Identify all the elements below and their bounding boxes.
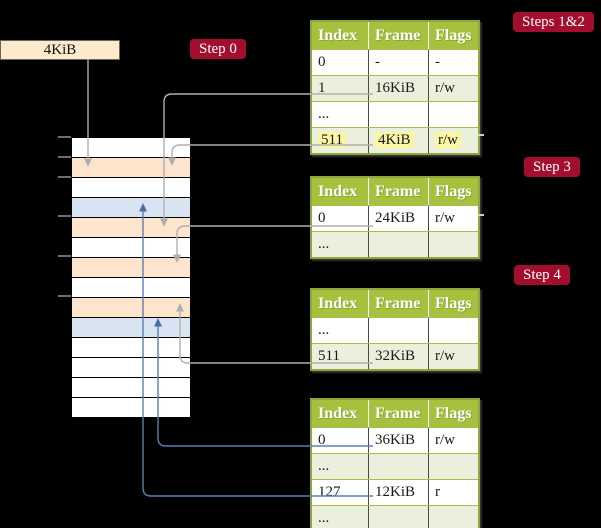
address-tick	[58, 156, 71, 158]
table-header-row: Index Frame Flags	[312, 400, 478, 427]
flags-cell: r/w	[435, 80, 455, 96]
frame-cell: 32KiB	[369, 344, 429, 369]
index-cell: ...	[312, 454, 369, 479]
index-cell: ...	[312, 318, 369, 343]
column-header: Flags	[435, 183, 472, 200]
memory-row	[72, 258, 190, 278]
memory-row	[72, 278, 190, 298]
frame-cell	[369, 232, 429, 257]
index-cell: 511	[312, 344, 369, 369]
memory-row	[72, 238, 190, 258]
table-row: 511 32KiB r/w	[312, 343, 478, 369]
table-row: 0 - -	[312, 49, 478, 75]
page-table-step-4: Index Frame Flags ... 511 32KiB r/w	[310, 288, 480, 371]
frame-cell	[369, 506, 429, 528]
column-header: Frame	[369, 22, 429, 49]
flags-cell	[429, 506, 478, 528]
index-cell: 1	[312, 76, 369, 101]
index-cell: 0	[312, 206, 369, 231]
step-badge-1-2: Steps 1&2	[513, 12, 594, 32]
memory-row	[72, 178, 190, 198]
page-table-step-3: Index Frame Flags 0 24KiB r/w ...	[310, 176, 480, 259]
frame-cell: -	[369, 50, 429, 75]
index-cell: 127	[312, 480, 369, 505]
flags-cell: r/w	[435, 210, 455, 226]
frame-cell: 36KiB	[369, 428, 429, 453]
table-row: 0 36KiB r/w	[312, 427, 478, 453]
address-tick	[58, 255, 71, 257]
table-row: 127 12KiB r	[312, 479, 478, 505]
column-header: Flags	[435, 27, 472, 44]
flags-cell: r/w	[435, 348, 455, 364]
address-tick	[58, 215, 71, 217]
step-badge-0: Step 0	[190, 39, 246, 59]
frame-cell	[369, 454, 429, 479]
column-header: Index	[312, 290, 369, 317]
frame-cell: 16KiB	[369, 76, 429, 101]
table-row-highlighted: 511 4KiB r/w	[312, 127, 478, 153]
frame-cell: 4KiB	[369, 128, 429, 153]
address-tick	[58, 176, 71, 178]
index-cell: ...	[312, 102, 369, 127]
memory-row	[72, 198, 190, 218]
page-table-final-level: Index Frame Flags 0 36KiB r/w ... 127 12…	[310, 398, 480, 528]
flags-cell	[429, 232, 478, 257]
table-header-row: Index Frame Flags	[312, 290, 478, 317]
memory-row	[72, 318, 190, 338]
index-cell: 511	[312, 128, 369, 153]
memory-row	[72, 218, 190, 238]
frame-cell: 12KiB	[369, 480, 429, 505]
frame-cell: 24KiB	[369, 206, 429, 231]
table-row: ...	[312, 453, 478, 479]
column-header: Frame	[369, 400, 429, 427]
column-header: Flags	[435, 295, 472, 312]
step-badge-3: Step 3	[524, 157, 580, 177]
flags-cell: -	[435, 54, 440, 70]
index-cell: ...	[312, 506, 369, 528]
memory-row	[72, 158, 190, 178]
column-header: Index	[312, 400, 369, 427]
address-tick	[58, 136, 71, 138]
memory-row	[72, 138, 190, 158]
flags-cell: r/w	[435, 432, 455, 448]
flags-cell	[429, 454, 478, 479]
memory-row	[72, 338, 190, 358]
flags-cell	[429, 102, 478, 127]
address-tick	[58, 295, 71, 297]
column-header: Index	[312, 22, 369, 49]
index-cell: 0	[312, 428, 369, 453]
step-badge-4: Step 4	[514, 265, 570, 285]
column-header: Index	[312, 178, 369, 205]
memory-row	[72, 298, 190, 318]
table-row: 1 16KiB r/w	[312, 75, 478, 101]
root-frame-box: 4KiB	[0, 40, 120, 60]
frame-cell	[369, 102, 429, 127]
table-row: 0 24KiB r/w	[312, 205, 478, 231]
table-row: ...	[312, 505, 478, 528]
table-row: ...	[312, 101, 478, 127]
memory-row	[72, 378, 190, 398]
table-header-row: Index Frame Flags	[312, 178, 478, 205]
memory-row	[72, 358, 190, 378]
column-header: Flags	[435, 405, 472, 422]
memory-row	[72, 398, 190, 417]
column-header: Frame	[369, 178, 429, 205]
column-header: Frame	[369, 290, 429, 317]
table-header-row: Index Frame Flags	[312, 22, 478, 49]
flags-cell: r	[435, 484, 440, 500]
page-table-steps-1-2: Index Frame Flags 0 - - 1 16KiB r/w ... …	[310, 20, 480, 155]
table-row: ...	[312, 317, 478, 343]
physical-memory-column	[71, 137, 191, 418]
flags-cell: r/w	[429, 128, 478, 153]
table-row: ...	[312, 231, 478, 257]
flags-cell	[429, 318, 478, 343]
frame-cell	[369, 318, 429, 343]
index-cell: 0	[312, 50, 369, 75]
index-cell: ...	[312, 232, 369, 257]
